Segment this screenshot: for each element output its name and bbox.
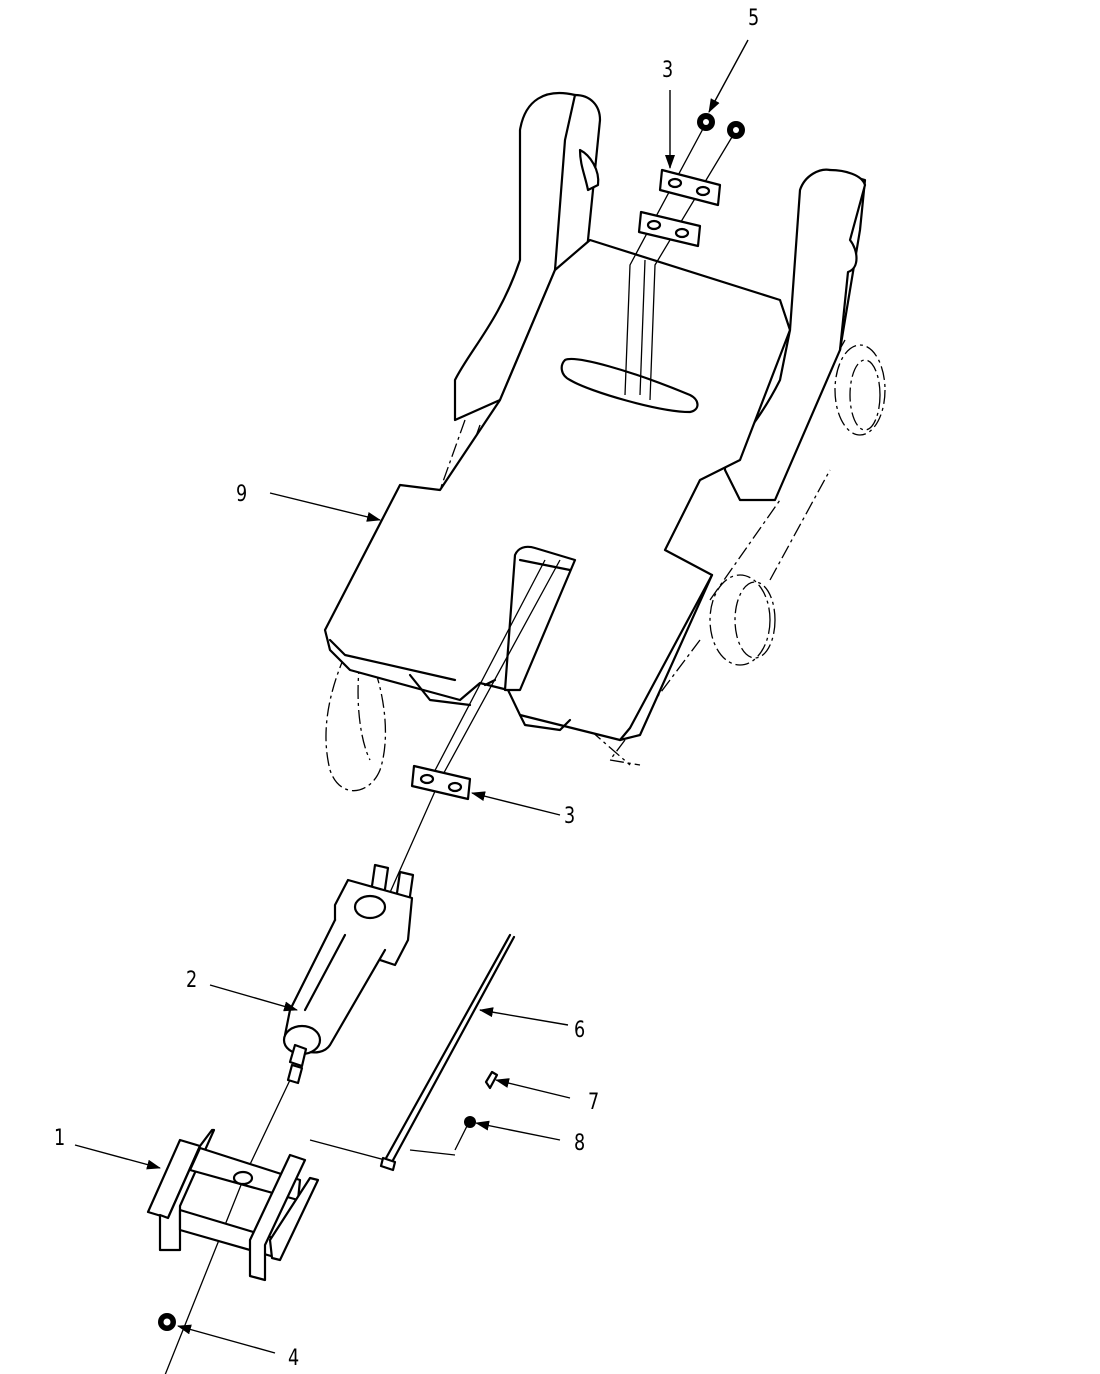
callout-5: 5	[748, 6, 760, 31]
rod-part-6	[379, 933, 516, 1172]
fitting-part-7	[484, 1070, 499, 1090]
ball-part-8	[464, 1116, 476, 1128]
clamp-plate-part-3-bottom	[410, 764, 472, 801]
nut-part-5	[697, 113, 745, 139]
callout-8: 8	[574, 1131, 586, 1156]
callout-3-bottom: 3	[564, 804, 576, 829]
callout-1: 1	[54, 1126, 66, 1151]
nut-part-4	[158, 1313, 176, 1331]
clamp-plate-part-3-top	[637, 168, 722, 248]
callout-7: 7	[588, 1090, 600, 1115]
leader-lines	[74, 39, 749, 1354]
base-frame-part-9	[323, 91, 867, 742]
callout-4: 4	[288, 1346, 300, 1371]
bracket-part-1	[146, 1128, 320, 1282]
callout-6: 6	[574, 1018, 586, 1043]
callout-3-top: 3	[662, 58, 674, 83]
callout-9: 9	[236, 482, 248, 507]
callout-2: 2	[186, 968, 198, 993]
actuator-part-2	[282, 863, 415, 1085]
